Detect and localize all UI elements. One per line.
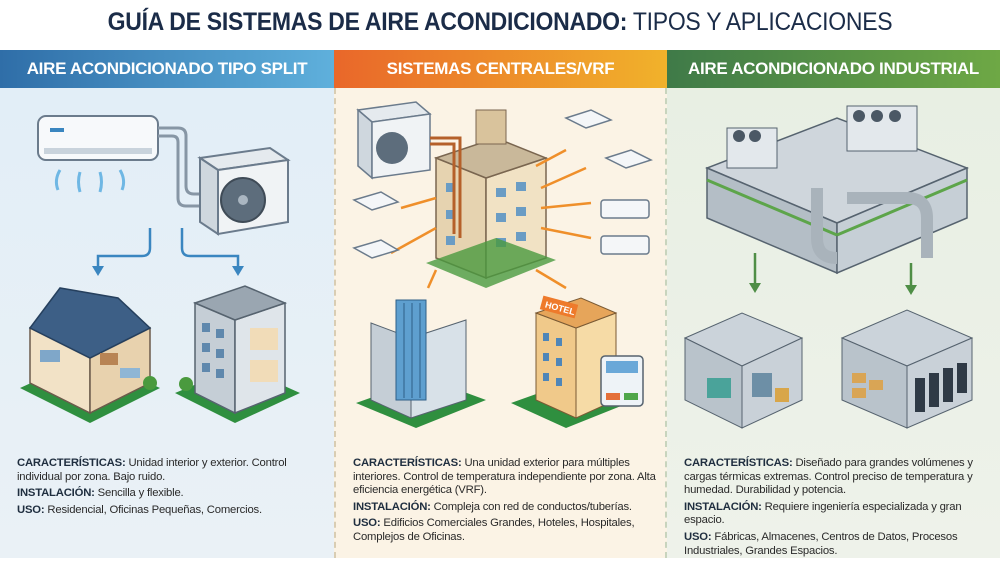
factory-interior-icon [683,312,804,429]
split-heading: AIRE ACONDICIONADO TIPO SPLIT [0,50,334,88]
house-cutaway-icon [20,287,160,423]
industrial-chiller-plant-icon [704,105,970,275]
split-description: CARACTERÍSTICAS: Unidad interior y exter… [17,457,287,516]
hotel-icon: HOTEL [511,295,644,428]
central-vrf-illustration: HOTEL [352,101,653,428]
central-vrf-panel: HOTEL CARACTERÍSTICAS: Una unidad exteri… [334,88,667,558]
cassette-units-icon [352,109,653,259]
split-illustration [20,115,300,423]
industrial-heading: AIRE ACONDICIONADO INDUSTRIAL [667,50,1000,88]
central-vrf-heading: SISTEMAS CENTRALES/VRF [334,50,667,88]
outdoor-condenser-icon [197,146,291,236]
page-title: GUÍA DE SISTEMAS DE AIRE ACONDICIONADO: … [107,8,893,36]
central-vrf-description: CARACTERÍSTICAS: Una unidad exterior par… [353,457,656,543]
glass-tower-icon [356,299,486,428]
industrial-description: CARACTERÍSTICAS: Diseñado para grandes v… [684,457,973,557]
industrial-panel: CARACTERÍSTICAS: Diseñado para grandes v… [667,88,1000,558]
split-panel: CARACTERÍSTICAS: Unidad interior y exter… [0,88,334,558]
industrial-illustration [683,105,974,429]
outdoor-vrf-unit-icon [356,101,432,180]
indoor-split-unit-icon [37,115,159,193]
office-building-icon [175,285,300,423]
warehouse-data-center-icon [840,309,974,429]
